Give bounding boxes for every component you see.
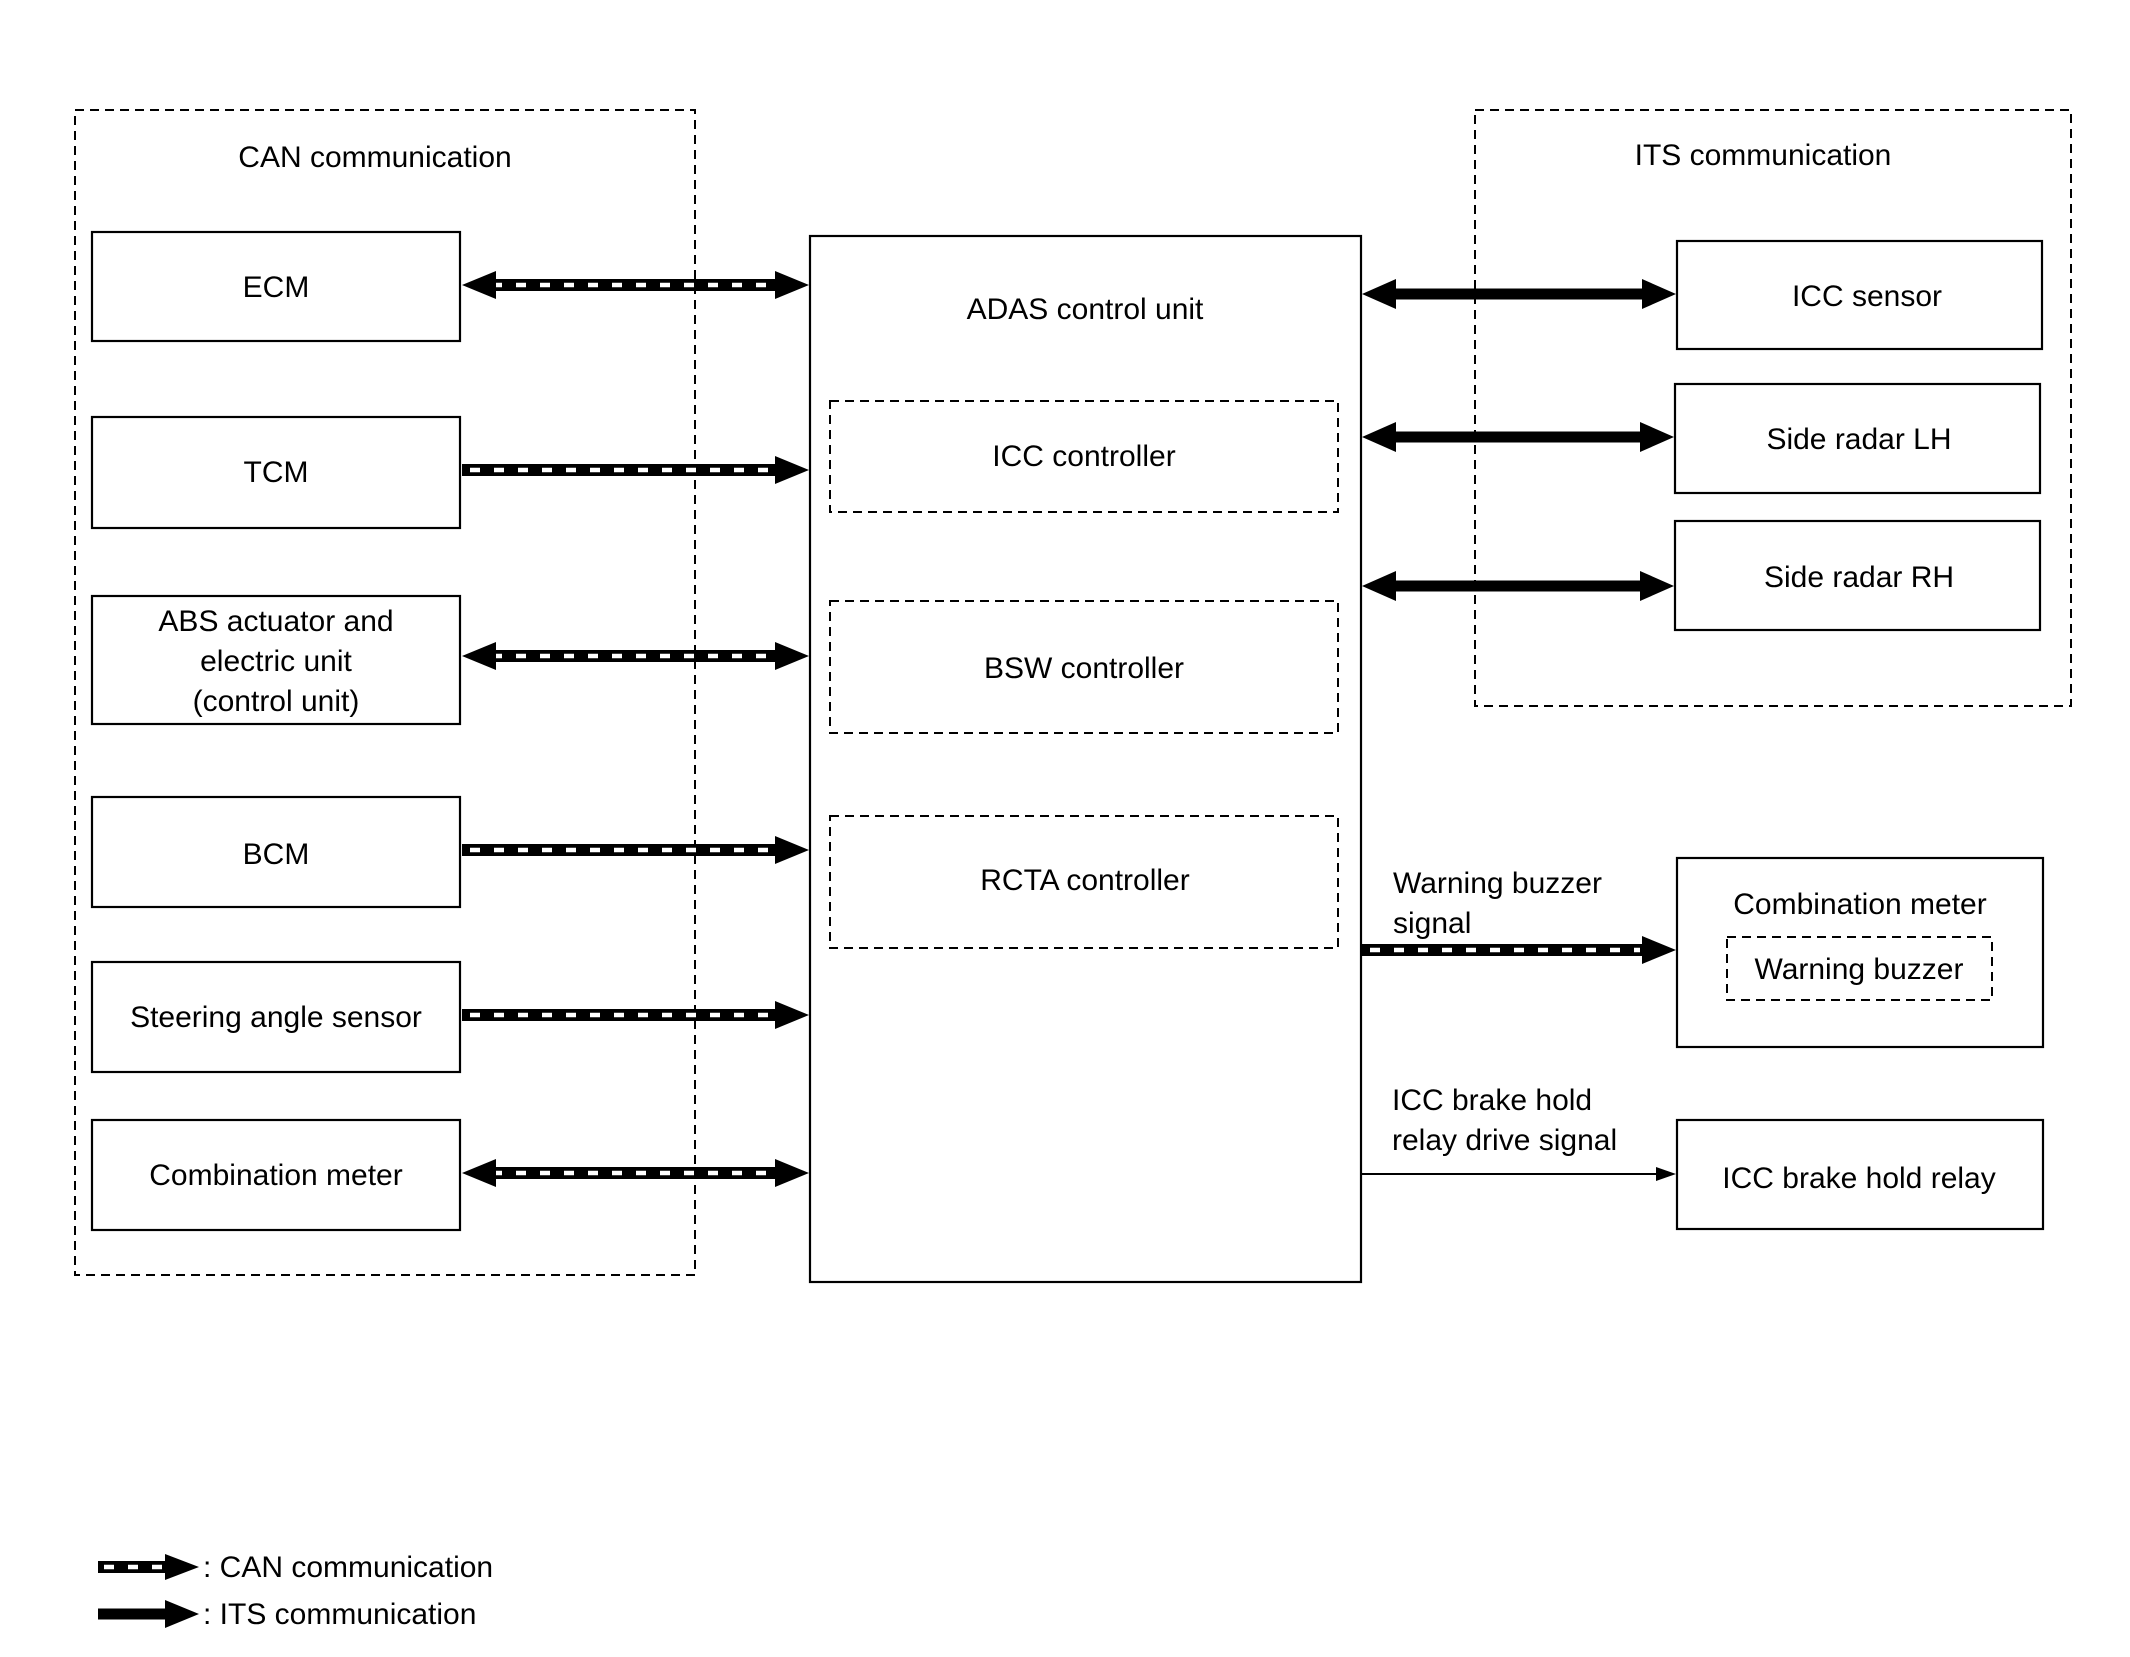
can-arrow-bcm [462, 836, 809, 864]
can-communication-group [74, 109, 696, 1276]
combination-meter-left-label: Combination meter [149, 1159, 402, 1192]
icc-sensor-label: ICC sensor [1792, 280, 1942, 313]
can-group-title: CAN communication [238, 141, 511, 174]
icc-brake-hold-relay-label: ICC brake hold relay [1722, 1162, 1995, 1195]
icc-brake-hold-relay-box [1675, 1118, 2045, 1231]
abs-label-line1: ABS actuator and [158, 605, 393, 638]
icc-controller-label: ICC controller [992, 440, 1175, 473]
tcm-box [90, 415, 462, 530]
relay-drive-signal-arrow [1362, 1167, 1676, 1181]
tcm-label: TCM [244, 456, 309, 489]
rcta-controller-label: RCTA controller [980, 864, 1190, 897]
its-arrow-icc-sensor [1362, 279, 1676, 309]
abs-label-line2: electric unit [200, 645, 352, 678]
side-radar-rh-label: Side radar RH [1764, 561, 1954, 594]
adas-control-unit-box [808, 234, 1363, 1284]
warning-buzzer-label: Warning buzzer [1755, 953, 1964, 986]
side-radar-lh-box [1673, 382, 2042, 495]
its-communication-group [1474, 109, 2072, 707]
adas-control-unit-title: ADAS control unit [967, 293, 1204, 326]
can-arrow-combination-meter [462, 1159, 809, 1187]
rcta-controller-box [829, 815, 1339, 949]
brake-hold-signal-line1: ICC brake hold [1392, 1084, 1592, 1117]
bcm-box [90, 795, 462, 909]
bcm-label: BCM [243, 838, 310, 871]
ecm-label: ECM [243, 271, 310, 304]
steering-angle-sensor-label: Steering angle sensor [130, 1001, 422, 1034]
abs-actuator-box [90, 594, 462, 726]
icc-sensor-box [1675, 239, 2044, 351]
abs-label-line3: (control unit) [193, 685, 360, 718]
ecm-box [90, 230, 462, 343]
bsw-controller-label: BSW controller [984, 652, 1184, 685]
legend-its-label: : ITS communication [203, 1598, 476, 1631]
combination-meter-right-box [1675, 856, 2045, 1049]
can-arrow-abs [462, 642, 809, 670]
icc-controller-box [829, 400, 1339, 513]
can-arrow-ecm [462, 271, 809, 299]
bsw-controller-box [829, 600, 1339, 734]
brake-hold-signal-line2: relay drive signal [1392, 1124, 1617, 1157]
legend-can-symbol [98, 1554, 199, 1580]
legend-its-symbol [98, 1600, 199, 1628]
steering-angle-sensor-box [90, 960, 462, 1074]
can-arrow-tcm [462, 456, 809, 484]
warning-buzzer-signal-line2: signal [1393, 907, 1471, 940]
side-radar-rh-box [1673, 519, 2042, 632]
side-radar-lh-label: Side radar LH [1766, 423, 1951, 456]
legend-can-label: : CAN communication [203, 1551, 493, 1584]
combination-meter-right-label: Combination meter [1733, 888, 1986, 921]
warning-buzzer-signal-line1: Warning buzzer [1393, 867, 1602, 900]
its-arrow-side-radar-rh [1362, 571, 1674, 601]
can-arrow-steering [462, 1001, 809, 1029]
combination-meter-left-box [90, 1118, 462, 1232]
its-arrow-side-radar-lh [1362, 422, 1674, 452]
can-arrow-warning-buzzer-signal [1362, 936, 1676, 964]
its-group-title: ITS communication [1635, 139, 1892, 172]
